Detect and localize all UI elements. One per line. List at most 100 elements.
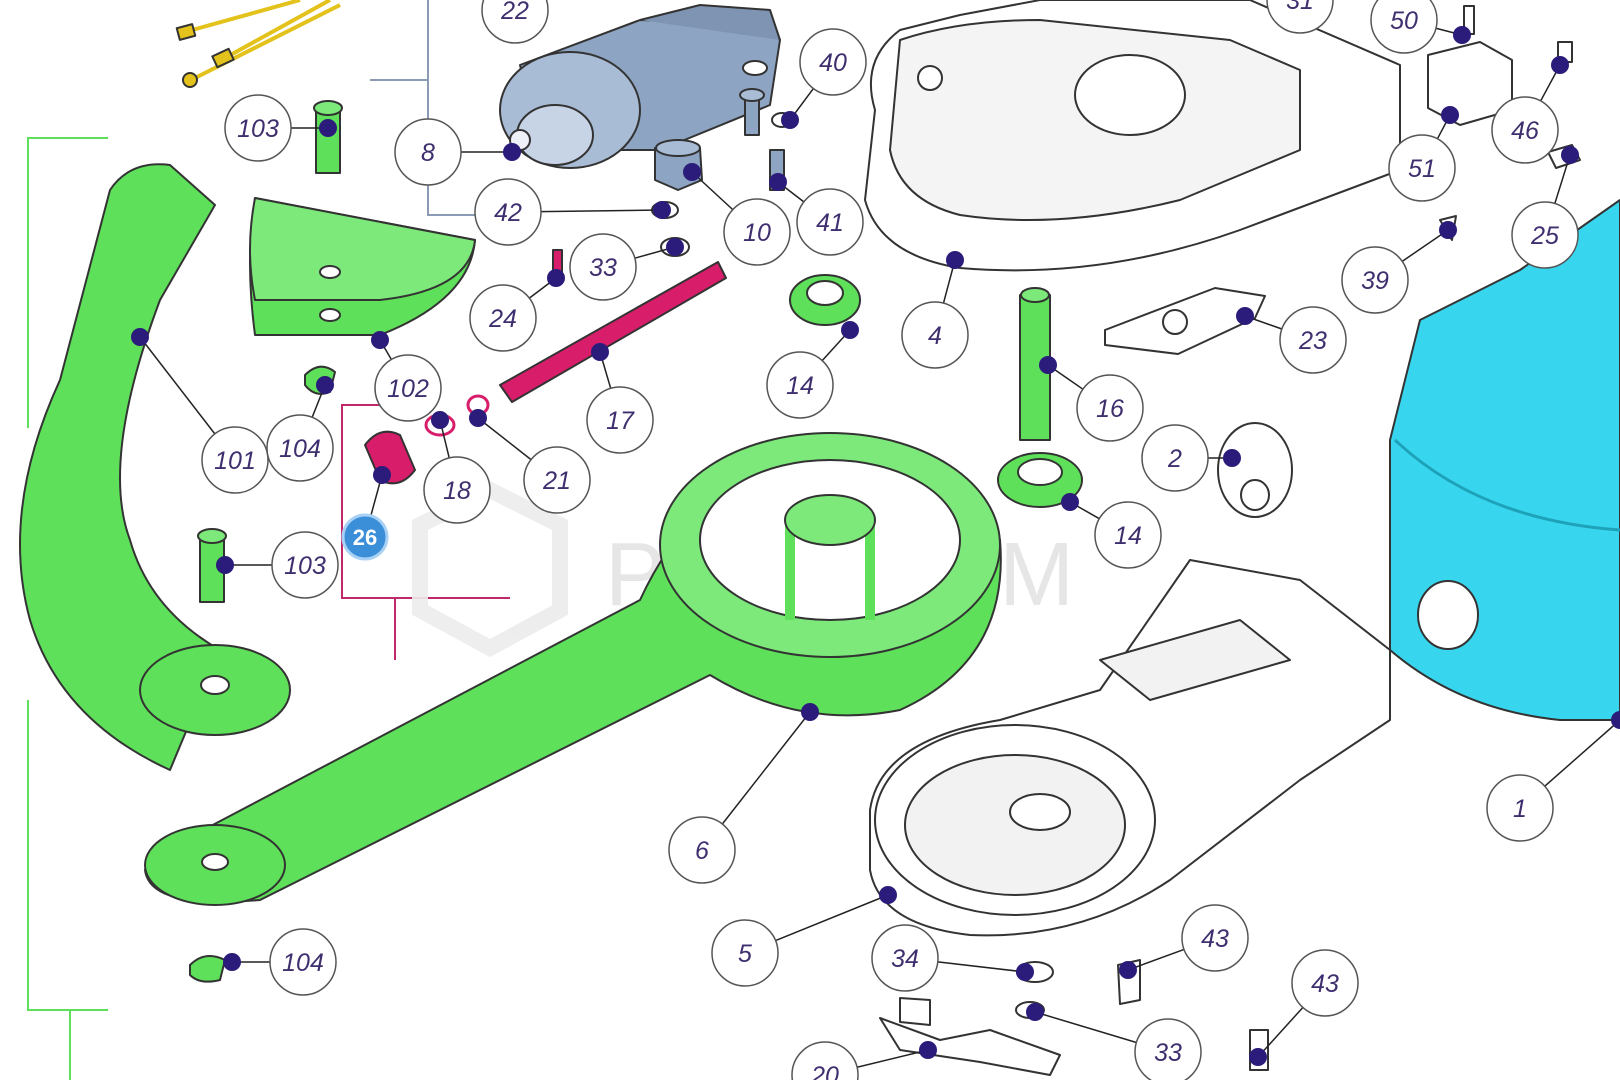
callout-bubble[interactable] (271, 531, 339, 599)
callout-43[interactable]: 43 (1291, 949, 1359, 1017)
callout-bubble[interactable] (423, 456, 491, 524)
callout-4[interactable]: 4 (901, 301, 969, 369)
anchor-dot-14[interactable] (1061, 493, 1079, 511)
callout-103[interactable]: 103 (224, 94, 292, 162)
callout-bubble[interactable] (1181, 904, 1249, 972)
callout-bubble[interactable] (394, 118, 462, 186)
main-arm-part[interactable] (144, 432, 1002, 906)
callout-16[interactable]: 16 (1076, 374, 1144, 442)
anchor-dot-16[interactable] (1039, 356, 1057, 374)
callout-33[interactable]: 33 (569, 233, 637, 301)
screw-parts-40-41[interactable] (739, 60, 793, 191)
callout-23[interactable]: 23 (1279, 306, 1347, 374)
anchor-dot-42[interactable] (653, 201, 671, 219)
callout-46[interactable]: 46 (1491, 96, 1559, 164)
callout-bubble[interactable] (269, 928, 337, 996)
callout-bubble[interactable] (1511, 201, 1579, 269)
callout-bubble[interactable] (374, 354, 442, 422)
anchor-dot-14[interactable] (841, 321, 859, 339)
callout-bubble[interactable] (901, 301, 969, 369)
callout-bubble[interactable] (1370, 0, 1438, 54)
cap-part[interactable] (1217, 422, 1293, 518)
anchor-dot-33[interactable] (1026, 1003, 1044, 1021)
callout-bubble[interactable] (523, 446, 591, 514)
callout-14[interactable]: 14 (1094, 501, 1162, 569)
callout-bubble[interactable] (341, 513, 389, 561)
callout-bubble[interactable] (1491, 96, 1559, 164)
anchor-dot-41[interactable] (769, 173, 787, 191)
anchor-dot-102[interactable] (371, 331, 389, 349)
callout-bubble[interactable] (469, 284, 537, 352)
anchor-dot-26[interactable] (373, 466, 391, 484)
callout-42[interactable]: 42 (474, 178, 542, 246)
callout-39[interactable]: 39 (1341, 246, 1409, 314)
pin-parts-103[interactable] (197, 100, 343, 603)
callout-2[interactable]: 2 (1141, 424, 1209, 492)
callout-bubble[interactable] (1076, 374, 1144, 442)
callout-bubble[interactable] (1279, 306, 1347, 374)
callout-bubble[interactable] (796, 188, 864, 256)
callout-bubble[interactable] (668, 816, 736, 884)
callout-40[interactable]: 40 (799, 28, 867, 96)
callout-bubble[interactable] (1341, 246, 1409, 314)
callout-5[interactable]: 5 (711, 919, 779, 987)
callout-102[interactable]: 102 (374, 354, 442, 422)
anchor-dot-25[interactable] (1561, 146, 1579, 164)
callout-bubble[interactable] (224, 94, 292, 162)
callout-50[interactable]: 50 (1370, 0, 1438, 54)
arm-bracket-part[interactable] (249, 197, 476, 336)
anchor-dot-20[interactable] (919, 1041, 937, 1059)
anchor-dot-40[interactable] (781, 111, 799, 129)
callout-bubble[interactable] (1388, 134, 1456, 202)
anchor-dot-51[interactable] (1441, 106, 1459, 124)
anchor-dot-4[interactable] (946, 251, 964, 269)
anchor-dot-18[interactable] (431, 411, 449, 429)
anchor-dot-21[interactable] (469, 409, 487, 427)
callout-103[interactable]: 103 (271, 531, 339, 599)
callout-bubble[interactable] (1094, 501, 1162, 569)
callout-bubble[interactable] (766, 351, 834, 419)
callout-34[interactable]: 34 (871, 924, 939, 992)
cover-part[interactable] (1389, 199, 1620, 721)
callout-bubble[interactable] (799, 28, 867, 96)
callout-bubble[interactable] (481, 0, 549, 44)
callout-bubble[interactable] (569, 233, 637, 301)
anchor-dot-101[interactable] (131, 328, 149, 346)
anchor-dot-8[interactable] (503, 143, 521, 161)
anchor-dot-17[interactable] (591, 343, 609, 361)
anchor-dot-24[interactable] (547, 269, 565, 287)
mounting-plate-part[interactable] (1104, 287, 1266, 355)
anchor-dot-46[interactable] (1551, 56, 1569, 74)
callout-8[interactable]: 8 (394, 118, 462, 186)
anchor-dot-34[interactable] (1016, 963, 1034, 981)
callout-33[interactable]: 33 (1134, 1018, 1202, 1080)
bottom-small-parts[interactable] (879, 959, 1269, 1076)
callout-bubble[interactable] (1134, 1018, 1202, 1080)
callout-104[interactable]: 104 (269, 928, 337, 996)
callout-14[interactable]: 14 (766, 351, 834, 419)
callout-18[interactable]: 18 (423, 456, 491, 524)
callout-24[interactable]: 24 (469, 284, 537, 352)
gear-base-part[interactable] (869, 559, 1391, 937)
callout-bubble[interactable] (1141, 424, 1209, 492)
top-housing-part[interactable] (864, 0, 1401, 272)
callout-43[interactable]: 43 (1181, 904, 1249, 972)
callout-bubble[interactable] (1291, 949, 1359, 1017)
anchor-dot-6[interactable] (801, 703, 819, 721)
anchor-dot-39[interactable] (1439, 221, 1457, 239)
anchor-dot-103[interactable] (319, 119, 337, 137)
callout-22[interactable]: 22 (481, 0, 549, 44)
anchor-dot-2[interactable] (1223, 449, 1241, 467)
callout-bubble[interactable] (723, 198, 791, 266)
callout-101[interactable]: 101 (201, 426, 269, 494)
bearing-parts-14[interactable] (789, 274, 1083, 508)
callout-bubble[interactable] (1486, 774, 1554, 842)
callout-10[interactable]: 10 (723, 198, 791, 266)
callout-bubble[interactable] (711, 919, 779, 987)
anchor-dot-1[interactable] (1611, 711, 1620, 729)
callout-bubble[interactable] (201, 426, 269, 494)
callout-21[interactable]: 21 (523, 446, 591, 514)
callout-25[interactable]: 25 (1511, 201, 1579, 269)
callout-bubble[interactable] (1266, 0, 1334, 34)
curved-arm-part[interactable] (19, 163, 291, 771)
